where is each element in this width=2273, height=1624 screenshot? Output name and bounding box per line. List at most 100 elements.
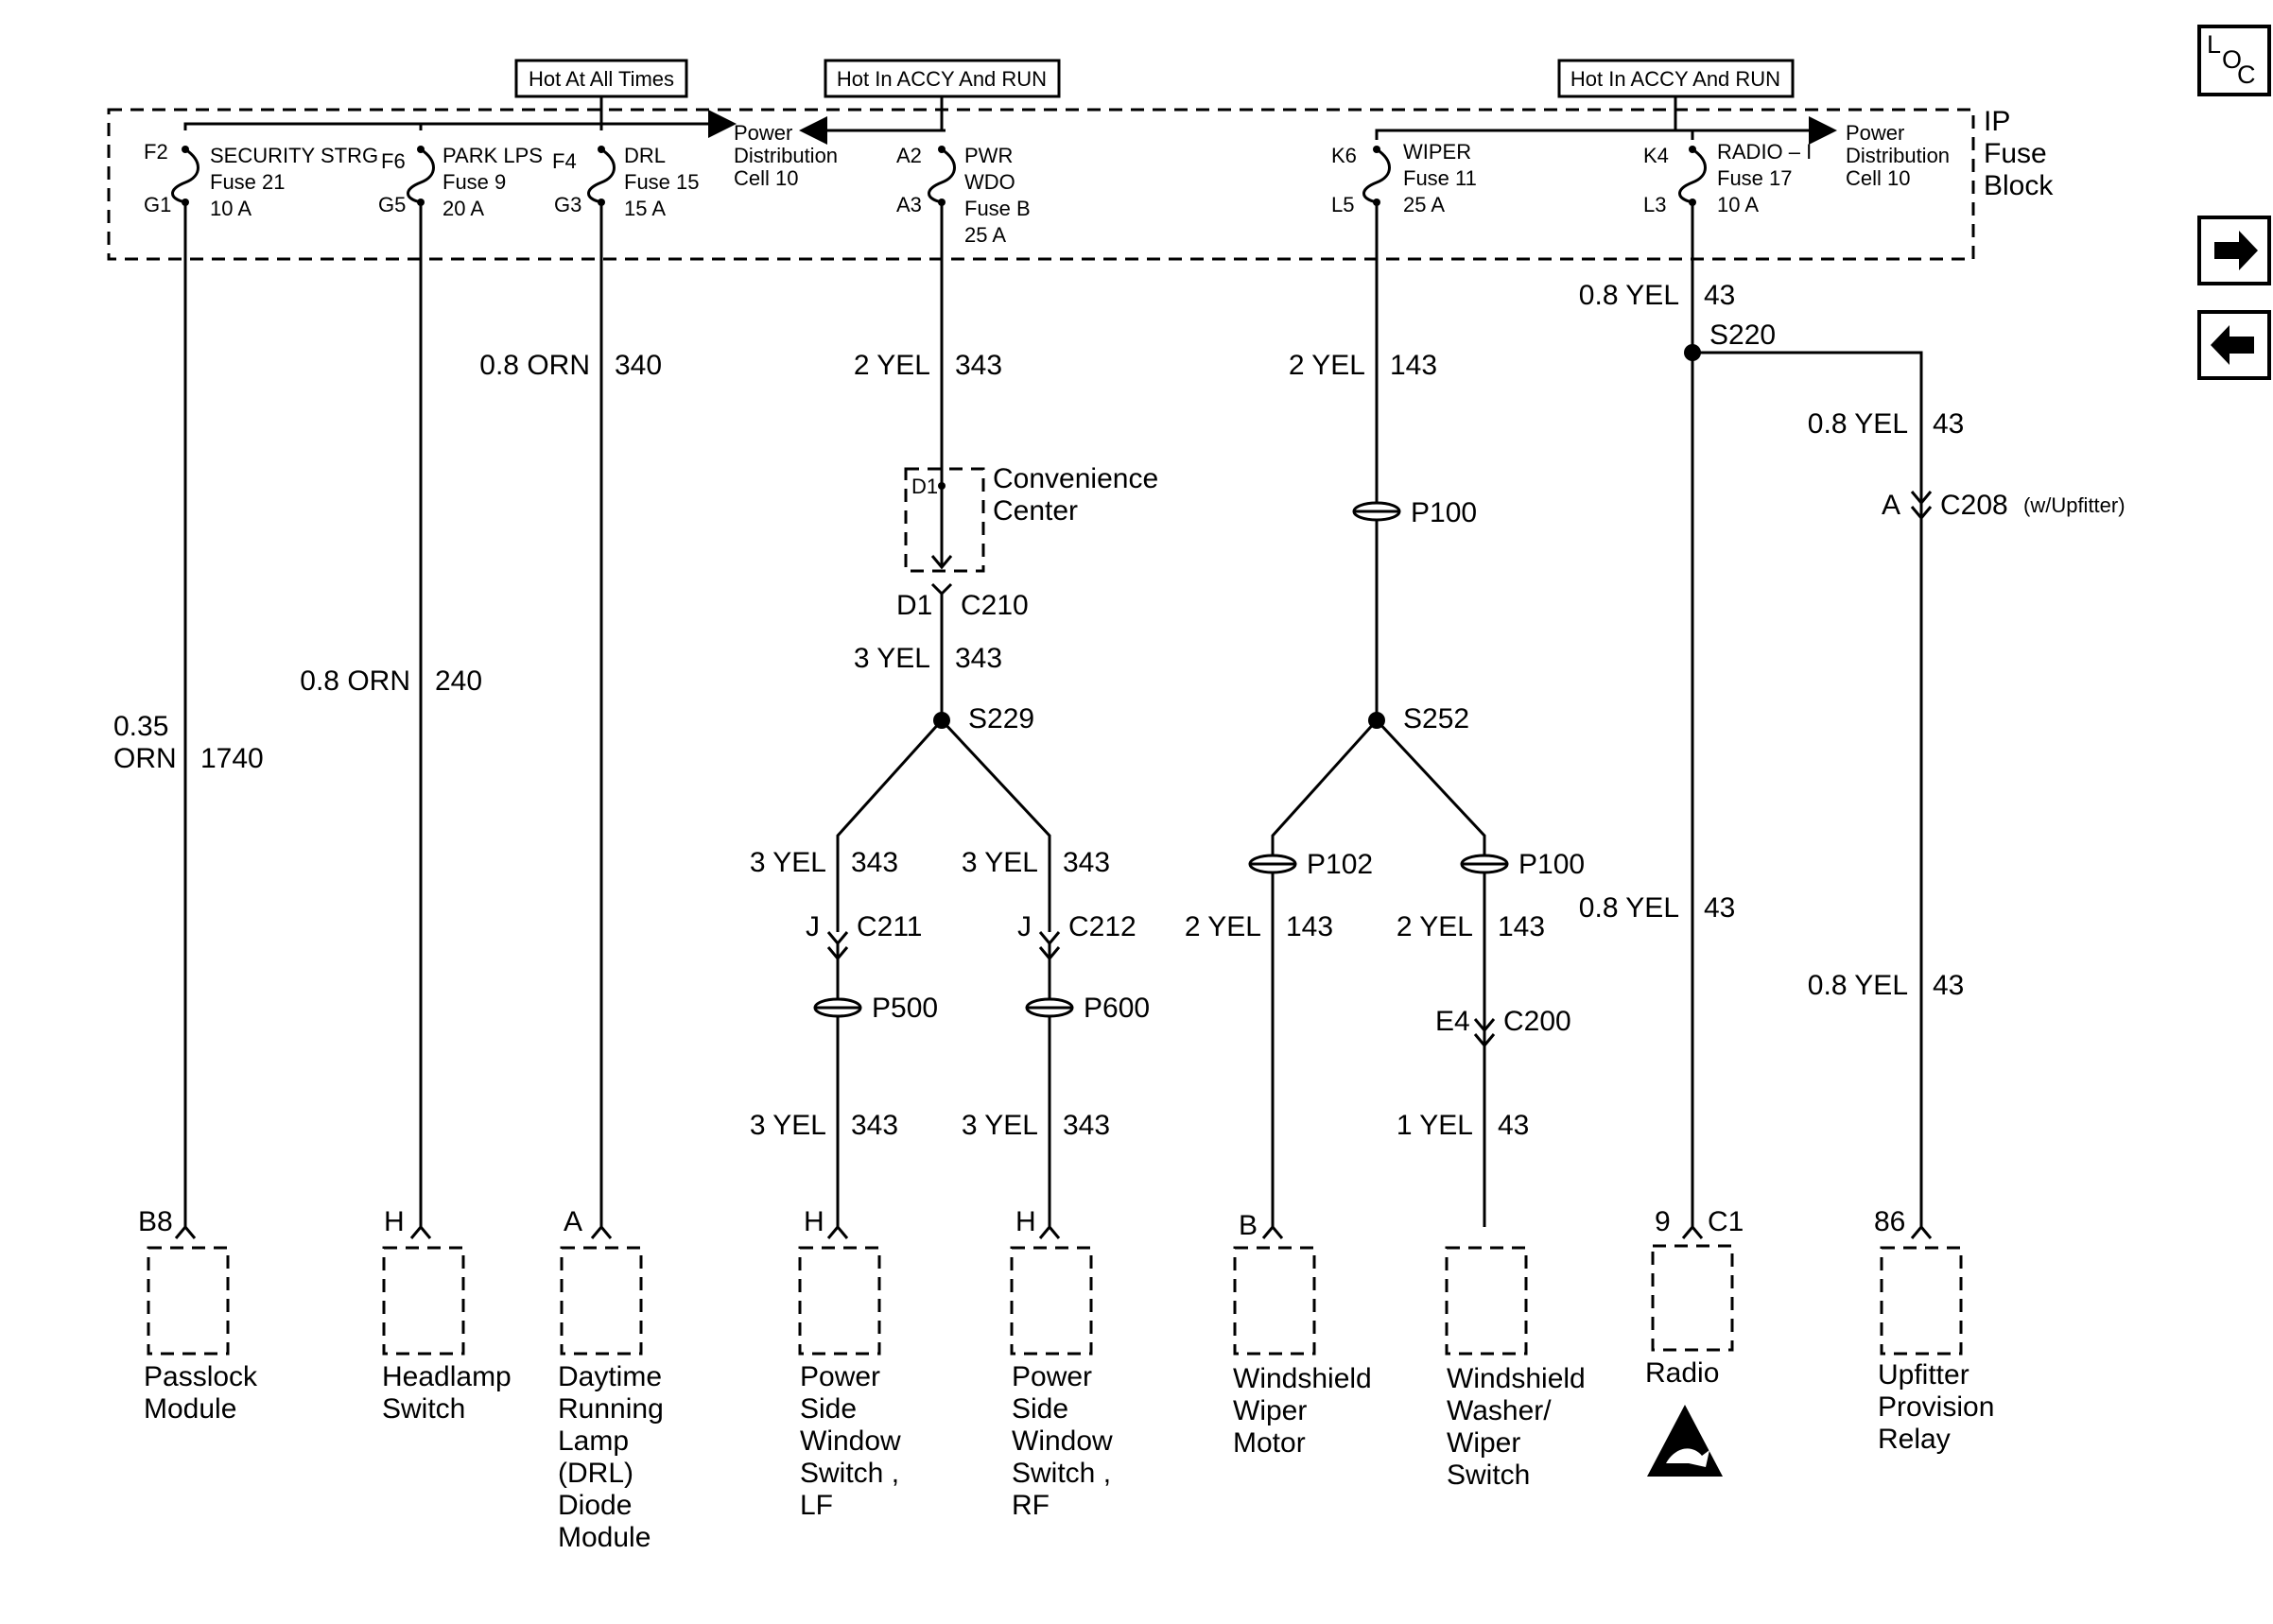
svg-text:Washer/: Washer/ [1447,1395,1552,1426]
c200-pin: E4 [1435,1006,1470,1037]
loc-button[interactable]: L O C [2197,25,2271,96]
wire-143-switch-circuit: 143 [1498,911,1545,942]
wire-43-radio-circuit: 43 [1704,892,1735,924]
svg-text:Switch ,: Switch , [1012,1458,1111,1489]
prev-page-button[interactable] [2197,310,2271,380]
wire-43-relay-label-1: 0.8 YEL [1808,408,1908,440]
connector-c208 [1910,491,1933,521]
wire-343-rf-circuit: 343 [1063,847,1110,878]
connector-c212 [1038,931,1061,1227]
bus-all-times [183,110,737,138]
svg-text:H: H [384,1206,405,1237]
fuse-block-title-1: IP [1984,106,2010,137]
c210-label: C210 [961,590,1029,621]
svg-text:Running: Running [558,1393,664,1425]
svg-text:DRL: DRL [624,144,666,167]
svg-text:Radio: Radio [1645,1357,1719,1389]
svg-text:Upfitter: Upfitter [1878,1359,1969,1391]
connector-p100-a [1352,501,1401,522]
pdc-left-1: Power [734,121,792,145]
conv-pin: D1 [911,475,938,498]
wire-143-motor-circuit: 143 [1286,911,1333,942]
svg-text:Passlock: Passlock [144,1361,258,1392]
svg-text:Module: Module [144,1393,236,1425]
conv-center-2: Center [993,495,1078,527]
wire-143-top-circuit: 143 [1390,350,1437,381]
svg-text:G5: G5 [378,193,406,216]
c208-note: (w/Upfitter) [2023,493,2126,517]
wire-343-mid-label: 3 YEL [854,643,930,674]
wire-343-lf-label: 3 YEL [750,847,826,878]
next-page-button[interactable] [2197,216,2271,285]
svg-text:K6: K6 [1331,144,1357,167]
svg-text:LF: LF [800,1490,833,1521]
svg-text:86: 86 [1874,1206,1905,1237]
component-wiper-motor: B Windshield Wiper Motor [1233,1210,1372,1459]
fuse-11: K6 L5 WIPER Fuse 11 25 A [1331,140,1477,216]
svg-text:K4: K4 [1643,144,1669,167]
svg-text:Window: Window [800,1425,901,1457]
svg-text:Power: Power [800,1361,880,1392]
wire-343-top-circuit: 343 [955,350,1002,381]
p100-a-label: P100 [1411,497,1477,528]
connector-p500 [813,997,862,1018]
svg-text:SECURITY STRG: SECURITY STRG [210,144,378,167]
svg-text:RADIO – I: RADIO – I [1717,140,1812,164]
component-headlamp-switch: H Headlamp Switch [382,1206,512,1425]
component-passlock-module: B8 Passlock Module [138,1206,258,1425]
svg-text:Fuse 11: Fuse 11 [1403,166,1477,190]
component-window-switch-lf: H Power Side Window Switch , LF [798,1206,901,1521]
component-upfitter-relay: 86 Upfitter Provision Relay [1874,1206,1994,1455]
c208-pin: A [1882,490,1900,521]
hot-label-accy-run-1: Hot In ACCY And RUN [824,59,1061,98]
svg-text:10 A: 10 A [210,197,252,220]
svg-text:Headlamp: Headlamp [382,1361,512,1392]
svg-text:Wiper: Wiper [1233,1395,1307,1426]
wire-143-top-label: 2 YEL [1289,350,1365,381]
fuse-21: F2 G1 SECURITY STRG Fuse 21 10 A [144,140,378,220]
svg-text:10 A: 10 A [1717,193,1759,216]
connector-p100-b [1460,854,1509,874]
svg-text:L: L [2207,30,2221,59]
svg-text:WIPER: WIPER [1403,140,1471,164]
svg-text:C: C [2237,60,2256,89]
svg-text:B: B [1239,1210,1258,1241]
wire-43-top-circuit: 43 [1704,280,1735,311]
connector-c200 [1473,1018,1496,1048]
svg-text:25 A: 25 A [964,223,1006,247]
wire-43-relay-label-2: 0.8 YEL [1808,970,1908,1001]
wire-343-mid-circuit: 343 [955,643,1002,674]
pdc-right-3: Cell 10 [1846,166,1910,190]
connector-c210 [930,582,953,720]
svg-text:Daytime: Daytime [558,1361,662,1392]
fuse-15: F4 G3 DRL Fuse 15 15 A [552,144,700,220]
svg-text:9: 9 [1655,1206,1671,1237]
svg-text:F4: F4 [552,149,577,173]
svg-text:Fuse 15: Fuse 15 [624,170,700,194]
pdc-right-2: Distribution [1846,144,1950,167]
fuse-17: K4 L3 RADIO – I Fuse 17 10 A [1643,140,1812,216]
svg-text:H: H [1015,1206,1036,1237]
wire-43-relay-circuit-2: 43 [1933,970,1964,1001]
hot-label-all-times: Hot At All Times [514,59,688,98]
fuse-block-title-2: Fuse [1984,138,2047,169]
svg-text:Module: Module [558,1522,651,1553]
wire-340-circuit: 340 [615,350,662,381]
wire-43-radio-label: 0.8 YEL [1579,892,1679,924]
svg-text:Switch ,: Switch , [800,1458,899,1489]
svg-text:L3: L3 [1643,193,1666,216]
connector-p600 [1025,997,1074,1018]
p600-label: P600 [1084,993,1150,1024]
s220-label: S220 [1709,320,1776,351]
hot-label-accy-run-2: Hot In ACCY And RUN [1557,59,1795,98]
wire-143-motor-label: 2 YEL [1185,911,1261,942]
svg-text:Provision: Provision [1878,1391,1994,1423]
svg-text:Hot At All Times: Hot At All Times [529,67,674,91]
svg-text:Power: Power [1012,1361,1092,1392]
svg-text:Fuse 9: Fuse 9 [442,170,506,194]
svg-text:Lamp: Lamp [558,1425,629,1457]
c211-pin: J [806,911,820,942]
wire-240-label: 0.8 ORN [300,665,410,697]
wire-343-lf-bot-circuit: 343 [851,1110,898,1141]
component-radio: 9 C1 Radio [1645,1206,1744,1389]
